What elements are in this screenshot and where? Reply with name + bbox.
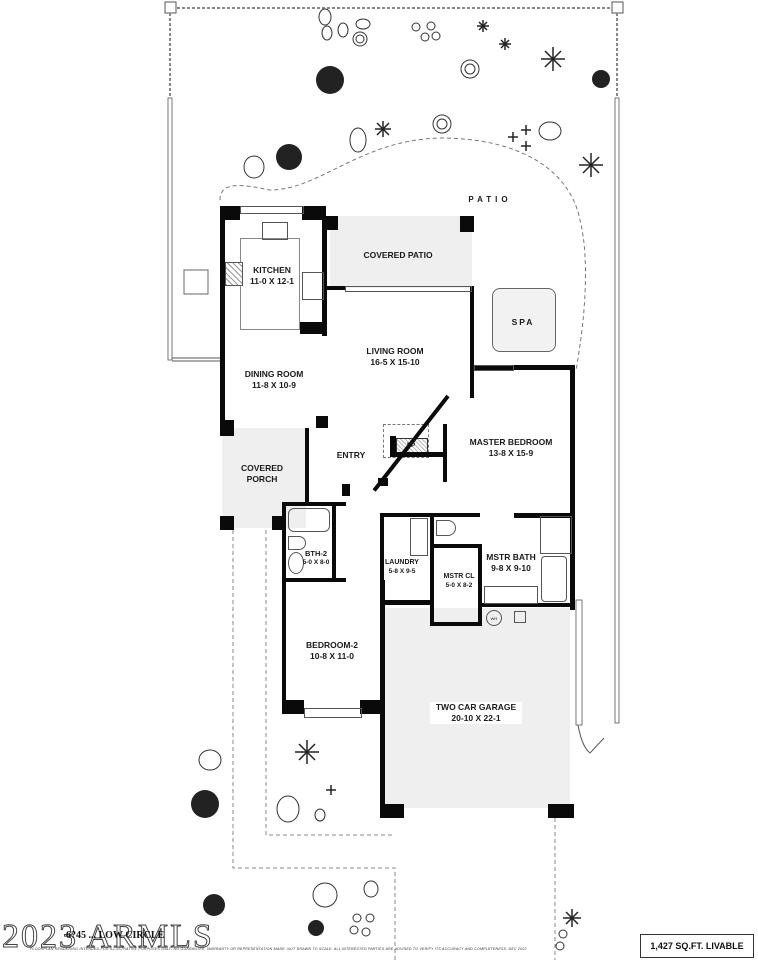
covered-patio-area xyxy=(330,216,472,288)
entry-label: ENTRY xyxy=(336,450,366,460)
wall xyxy=(220,516,234,530)
mstr-shower xyxy=(540,516,572,554)
wall xyxy=(282,700,304,714)
wall xyxy=(380,514,384,584)
wall xyxy=(302,206,326,220)
wall xyxy=(380,600,432,605)
fireplace-label: FP xyxy=(406,442,416,449)
wall xyxy=(360,700,384,714)
covered-patio-label: COVERED PATIO xyxy=(363,250,433,260)
kitchen-range xyxy=(225,262,243,286)
wall xyxy=(220,206,225,430)
patio-label: PATIO xyxy=(468,195,512,204)
wall xyxy=(470,286,474,366)
wall xyxy=(390,436,396,456)
wall xyxy=(482,603,574,607)
wall xyxy=(305,428,309,502)
wall xyxy=(282,502,346,506)
bth2-toilet xyxy=(288,536,306,550)
wall xyxy=(322,216,327,336)
wall xyxy=(300,322,322,334)
watermark: 2023 ARMLS xyxy=(2,918,214,956)
mstr-toilet xyxy=(436,520,456,536)
fireplace-hearth xyxy=(383,424,429,458)
wall xyxy=(430,622,482,626)
master-window xyxy=(474,365,514,371)
square-footage-badge: 1,427 SQ.FT. LIVABLE xyxy=(640,934,754,958)
mstr-tub xyxy=(541,556,567,602)
wall xyxy=(430,515,434,625)
disclaimer-text: FLOORPLAN RENDERING INTENDED FOR ILLUSTR… xyxy=(30,947,527,951)
wall xyxy=(316,416,328,428)
wall xyxy=(474,365,574,370)
property-address: 6?45 ... LOW CIRCLE xyxy=(66,930,165,941)
wall xyxy=(514,513,574,518)
wall xyxy=(443,424,447,482)
wall xyxy=(380,580,385,818)
wall xyxy=(470,366,474,398)
wall xyxy=(478,544,482,626)
bedroom2-window xyxy=(304,708,362,718)
spa-tub xyxy=(492,288,556,352)
kitchen-sink xyxy=(262,222,288,240)
wall xyxy=(548,804,574,818)
water-heater: WH xyxy=(486,610,502,626)
kitchen-window xyxy=(240,206,304,214)
wall xyxy=(460,216,474,232)
washer-dryer xyxy=(410,518,428,556)
wall xyxy=(282,578,346,582)
wall xyxy=(332,502,336,582)
water-heater-label: WH xyxy=(490,615,498,621)
bth2-sink xyxy=(288,552,304,574)
wall xyxy=(378,478,388,486)
wall xyxy=(570,365,575,610)
wall xyxy=(432,544,482,548)
wall xyxy=(220,206,240,220)
refrigerator xyxy=(302,272,324,300)
living-slider xyxy=(345,286,472,292)
spa-label: SPA xyxy=(511,317,535,327)
wall xyxy=(282,502,286,714)
wall xyxy=(220,420,234,436)
wall xyxy=(327,286,345,290)
mstr-vanity xyxy=(484,586,538,604)
wall xyxy=(380,804,404,818)
utility-box xyxy=(514,611,526,623)
bth2-tub xyxy=(288,508,330,532)
wall xyxy=(342,484,350,496)
wall xyxy=(390,452,444,457)
